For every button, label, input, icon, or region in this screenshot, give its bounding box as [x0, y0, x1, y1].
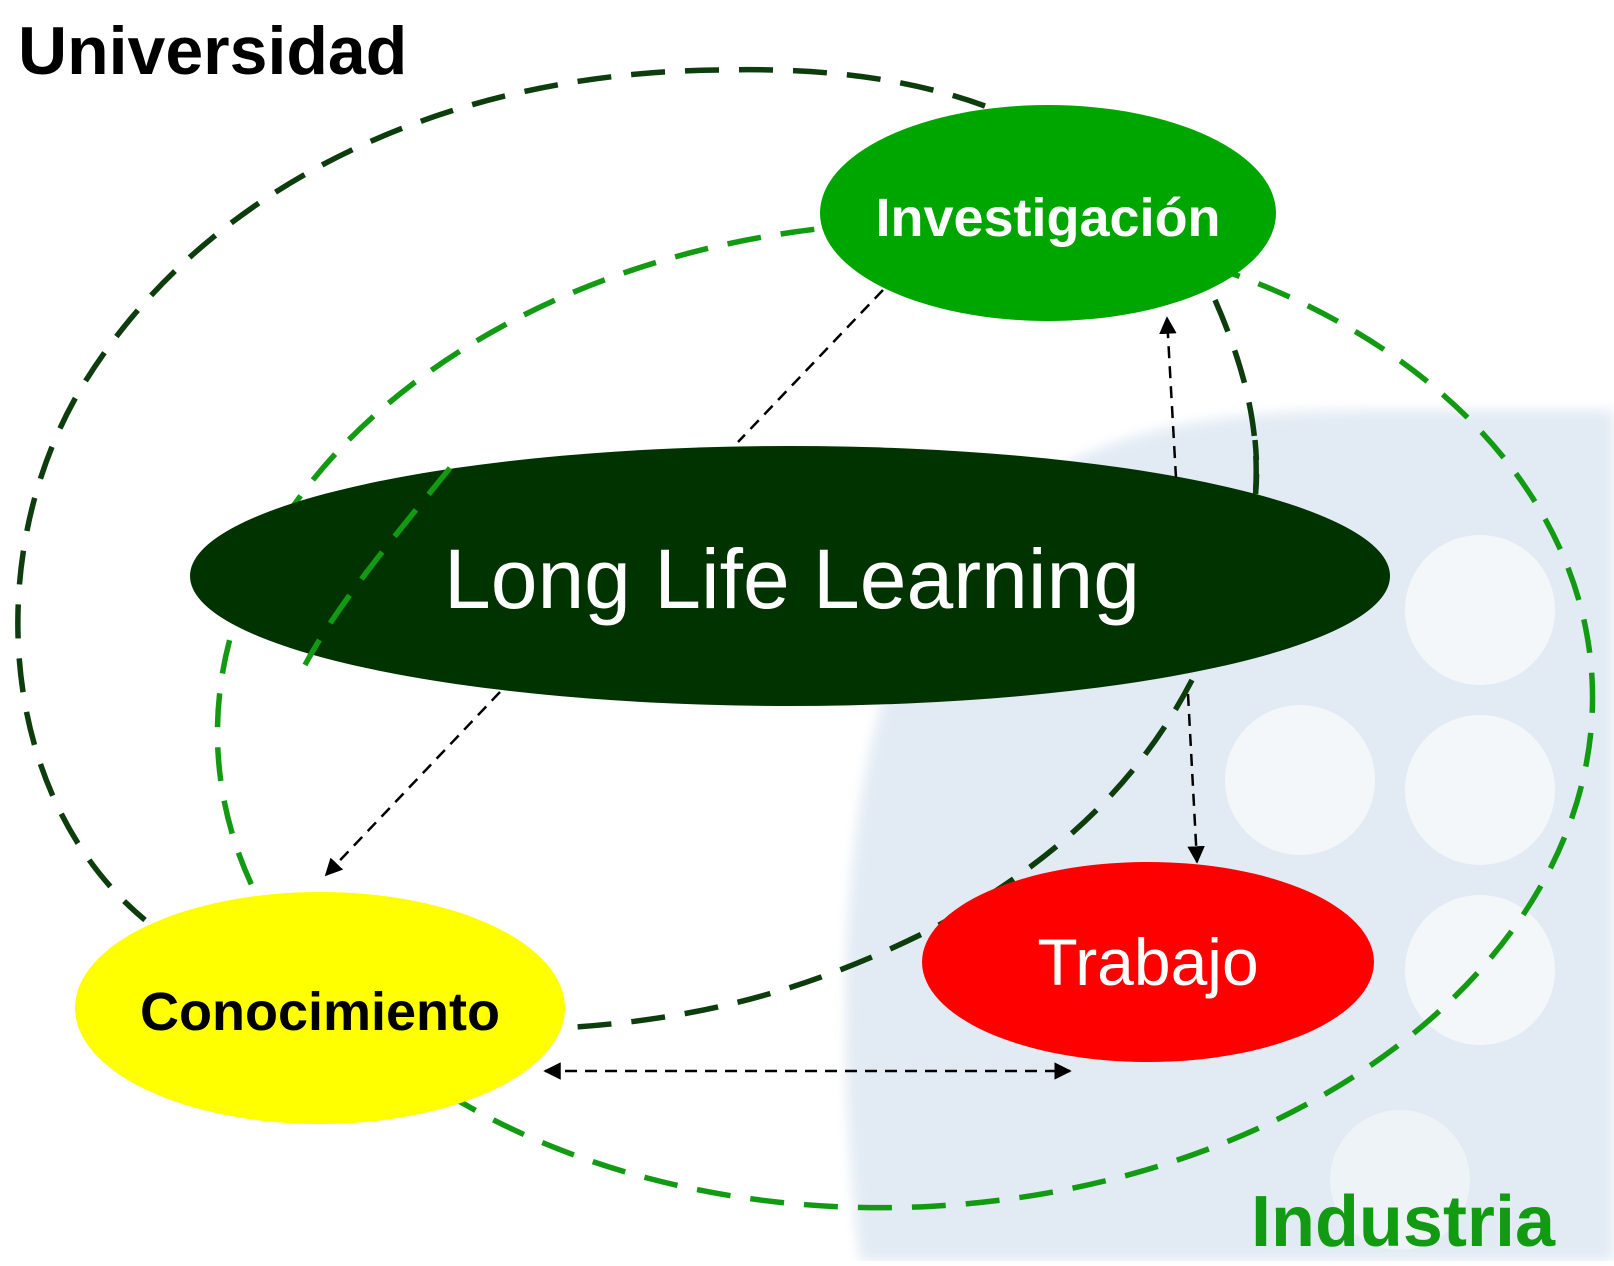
knowledge-label: Conocimiento: [140, 982, 500, 1042]
connector-center-to-research: [1159, 316, 1178, 479]
industry-boundary: [214, 219, 1596, 1211]
industry-boundary-over-center: [302, 466, 453, 667]
connector-research-to-knowledge: [737, 289, 884, 443]
connector-center-to-work: [1186, 693, 1205, 864]
university-boundary: [15, 66, 986, 923]
university-boundary-bottom: [559, 678, 1195, 1031]
university-label: Universidad: [18, 13, 407, 89]
work-label: Trabajo: [1037, 925, 1258, 999]
center-node: [190, 446, 1390, 706]
connector-center-to-knowledge: [324, 691, 501, 877]
center-label: Long Life Learning: [444, 532, 1140, 626]
research-label: Investigación: [875, 188, 1220, 248]
work-node: [922, 862, 1374, 1062]
university-boundary-over-center: [1252, 439, 1260, 501]
industry-label: Industria: [1251, 1182, 1556, 1261]
knowledge-node: [75, 892, 565, 1124]
research-node: [820, 105, 1276, 321]
